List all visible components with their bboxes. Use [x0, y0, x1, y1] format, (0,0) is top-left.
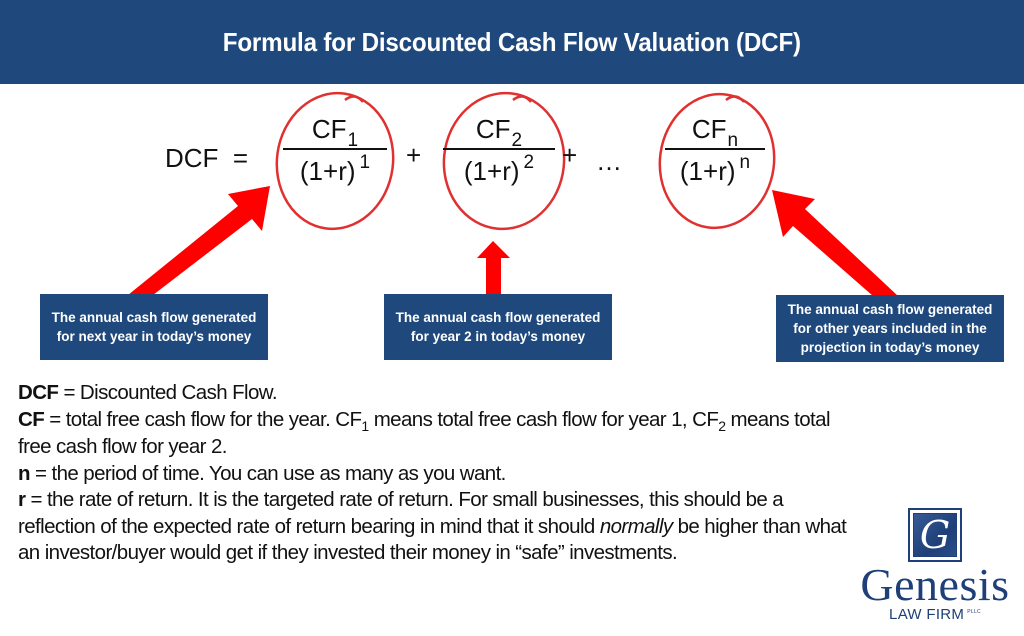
term: n — [18, 461, 31, 485]
definition-dcf: DCF = Discounted Cash Flow. — [18, 380, 858, 407]
numerator: CFn — [665, 112, 765, 151]
denominator: (1+r)1 — [283, 152, 387, 192]
subscript: 1 — [361, 417, 369, 434]
definition-r: r = the rate of return. It is the target… — [18, 487, 848, 567]
fraction-term-2: CF2 (1+r)2 — [443, 112, 555, 192]
callout-term-n: The annual cash flow generated for other… — [776, 295, 1004, 362]
definition-text: means total free cash flow for year 2. — [18, 407, 831, 459]
callout-line: The annual cash flow generated — [395, 310, 601, 325]
exponent: 2 — [523, 152, 535, 173]
cf-base: CF — [475, 114, 511, 144]
title-banner: Formula for Discounted Cash Flow Valuati… — [0, 0, 1024, 84]
circle-term-n — [658, 92, 776, 230]
definition-n: n = the period of time. You can use as m… — [18, 461, 858, 488]
plus-sign: + — [406, 140, 422, 170]
callout-line: The annual cash flow generated — [51, 310, 257, 325]
callout-line: for other years included in the — [793, 321, 987, 336]
discount-base: (1+r) — [679, 156, 736, 186]
definition-text: means total free cash flow for year 1, C… — [368, 407, 719, 431]
formula-lhs: DCF = — [165, 143, 248, 174]
cf-subscript: 2 — [511, 130, 523, 151]
definition-cf: CF = total free cash flow for the year. … — [18, 407, 858, 461]
callout-line: The annual cash flow generated — [787, 302, 993, 317]
callout-line: for next year in today’s money — [56, 329, 252, 344]
definition-text: = Discounted Cash Flow. — [58, 381, 277, 404]
callout-line: projection in today’s money — [800, 340, 980, 355]
circle-term-2 — [442, 91, 566, 231]
logo-suffix: PLLC — [967, 609, 981, 615]
discount-base: (1+r) — [299, 156, 356, 186]
monogram-icon: G — [908, 508, 962, 562]
highlight-circles — [275, 91, 776, 231]
logo-subtitle-text: LAW FIRM — [889, 606, 965, 623]
term: r — [18, 488, 26, 511]
cf-base: CF — [691, 114, 727, 144]
circle-term-1 — [275, 91, 395, 231]
term: CF — [18, 407, 45, 431]
emphasis: normally — [599, 514, 673, 538]
callout-term-2: The annual cash flow generated for year … — [384, 294, 612, 360]
page-title: Formula for Discounted Cash Flow Valuati… — [222, 26, 802, 57]
numerator: CF1 — [283, 112, 387, 151]
fraction-bar — [443, 148, 555, 150]
cf-base: CF — [311, 114, 347, 144]
fraction-bar — [665, 148, 765, 150]
denominator: (1+r)n — [665, 152, 765, 192]
fraction-bar — [283, 148, 387, 150]
numerator: CF2 — [443, 112, 555, 151]
plus-sign: + — [562, 140, 578, 170]
cf-subscript: n — [727, 130, 739, 151]
arrow-term-2 — [477, 241, 510, 295]
dcf-label: DCF — [165, 143, 219, 173]
definition-text: = total free cash flow for the year. CF — [44, 407, 362, 431]
exponent: 1 — [359, 152, 371, 173]
denominator: (1+r)2 — [443, 152, 555, 192]
equals-sign: = — [232, 143, 249, 173]
fraction-term-1: CF1 (1+r)1 — [283, 112, 387, 192]
discount-base: (1+r) — [463, 156, 520, 186]
arrow-term-1 — [128, 186, 270, 295]
definition-text: = the period of time. You can use as man… — [29, 461, 506, 485]
callout-line: for year 2 in today’s money — [410, 329, 586, 344]
definition-text: be higher than what an investor/buyer wo… — [18, 514, 847, 565]
definition-text: = the rate of return. It is the targeted… — [18, 488, 784, 538]
arrows — [128, 186, 898, 296]
subscript: 2 — [718, 417, 726, 434]
logo-name: Genesis — [860, 559, 1010, 610]
fraction-term-n: CFn (1+r)n — [665, 112, 765, 192]
cf-subscript: 1 — [347, 130, 359, 151]
definitions: DCF = Discounted Cash Flow. CF = total f… — [18, 380, 858, 567]
term: DCF — [18, 381, 59, 404]
ellipsis: … — [596, 146, 622, 176]
callout-term-1: The annual cash flow generated for next … — [40, 294, 268, 360]
exponent: n — [739, 152, 751, 173]
arrow-term-n — [772, 190, 898, 296]
